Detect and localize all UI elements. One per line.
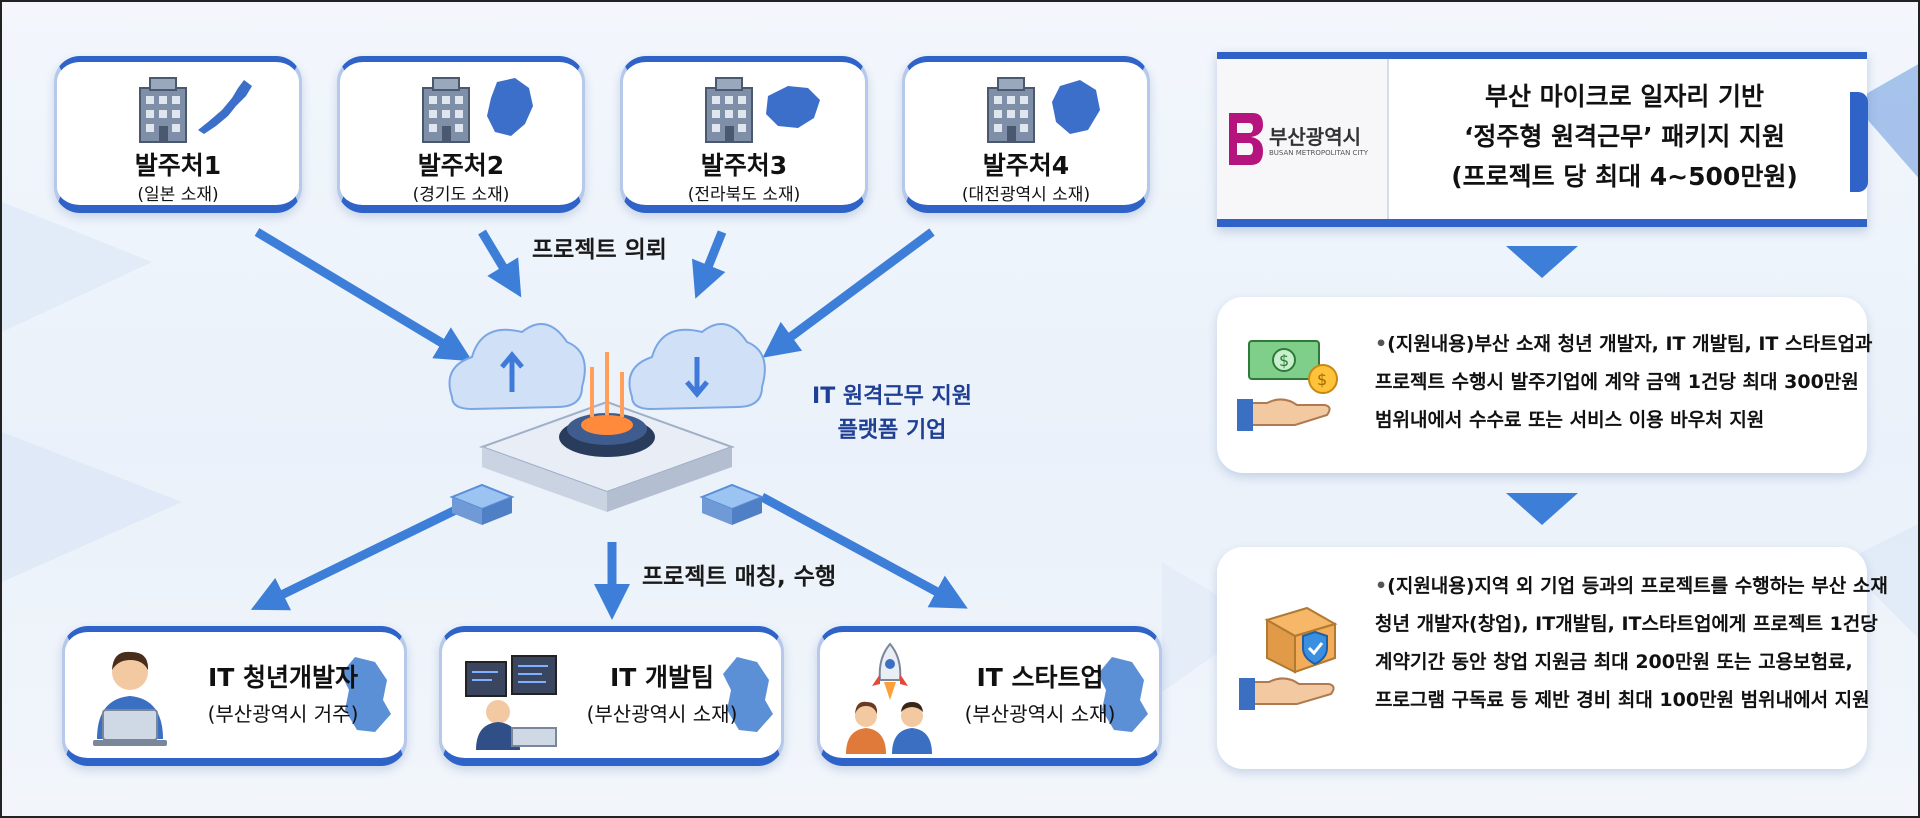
building-jeonbuk-icon [705, 77, 820, 143]
busan-title-line2: ‘정주형 원격근무’ 패키지 지원 [1463, 122, 1786, 151]
startup-rocket-icon [846, 642, 932, 754]
busan-title-line1: 부산 마이크로 일자리 기반 [1484, 82, 1765, 111]
arrow-client3-to-platform [691, 230, 727, 299]
developer-card-startup: IT 스타트업 (부산광역시 소재) [817, 626, 1162, 766]
box-shield-hand-icon [1239, 606, 1338, 710]
building-daejeon-icon [987, 77, 1100, 143]
arrow-platform-to-startup [759, 493, 968, 609]
developer-card-youth: IT 청년개발자 (부산광역시 거주) [62, 626, 407, 766]
arrow-client4-to-platform [762, 228, 935, 358]
developer-title: IT 청년개발자 [207, 663, 359, 692]
chevron-down-icon [1506, 246, 1578, 278]
platform-label-line1: IT 원격근무 지원 [812, 384, 972, 409]
developer-title: IT 개발팀 [609, 663, 715, 692]
header-side-accent [1850, 92, 1868, 192]
support-line: •(지원내용)부산 소재 청년 개발자, IT 개발팀, IT 스타트업과 [1375, 333, 1873, 355]
dev-team-monitor-icon [465, 655, 557, 750]
svg-text:$: $ [1279, 351, 1289, 370]
support-box-1: $ $ •(지원내용)부산 소재 청년 개발자, IT 개발팀, IT 스타트업… [1217, 297, 1872, 473]
project-request-label: 프로젝트 의뢰 [532, 237, 667, 263]
client-location: (대전광역시 소재) [961, 185, 1091, 205]
support-line: •(지원내용)지역 외 기업 등과의 프로젝트를 수행하는 부산 소재 [1375, 575, 1888, 597]
client-location: (전라북도 소재) [687, 185, 801, 205]
busan-support-header: 부산광역시 BUSAN METROPOLITAN CITY 부산 마이크로 일자… [1217, 52, 1867, 227]
developer-card-team: IT 개발팀 (부산광역시 소재) [439, 626, 784, 766]
busan-title-line3: (프로젝트 당 최대 4~500만원) [1451, 162, 1798, 191]
client-location: (일본 소재) [137, 185, 219, 205]
busan-logo-mark-icon [1229, 113, 1263, 165]
platform-label-line2: 플랫폼 기업 [837, 418, 947, 443]
busan-logo-subtext: BUSAN METROPOLITAN CITY [1269, 149, 1369, 157]
support-text-2: •(지원내용)지역 외 기업 등과의 프로젝트를 수행하는 부산 소재 청년 개… [1375, 567, 1888, 719]
client-card-3: 발주처3 (전라북도 소재) [620, 56, 868, 213]
client-title: 발주처1 [134, 151, 222, 180]
busan-map-icon [1098, 657, 1148, 732]
busan-title-block: 부산 마이크로 일자리 기반 ‘정주형 원격근무’ 패키지 지원 (프로젝트 당… [1392, 77, 1857, 207]
client-title: 발주처2 [417, 151, 505, 180]
developer-location: (부산광역시 거주) [207, 702, 359, 726]
developer-location: (부산광역시 소재) [964, 702, 1116, 726]
support-line: 프로젝트 수행시 발주기업에 계약 금액 1건당 최대 300만원 [1375, 371, 1859, 393]
arrow-client2-to-platform [478, 229, 522, 298]
building-japan-icon [139, 77, 252, 143]
svg-text:$: $ [1317, 370, 1327, 389]
client-card-2: 발주처2 (경기도 소재) [337, 56, 585, 213]
support-box-2: •(지원내용)지역 외 기업 등과의 프로젝트를 수행하는 부산 소재 청년 개… [1217, 547, 1888, 769]
client-title: 발주처3 [700, 151, 788, 180]
client-title: 발주처4 [982, 151, 1070, 180]
client-card-1: 발주처1 (일본 소재) [54, 56, 302, 213]
support-line: 프로그램 구독료 등 제반 경비 최대 100만원 범위내에서 지원 [1375, 689, 1870, 711]
platform-server-cloud-icon [448, 323, 766, 525]
arrow-platform-to-developer [250, 497, 474, 611]
support-line: 청년 개발자(창업), IT개발팀, IT스타트업에게 프로젝트 1건당 [1375, 613, 1878, 635]
busan-map-icon [341, 657, 391, 732]
support-line: 범위내에서 수수료 또는 서비스 이용 바우처 지원 [1375, 409, 1765, 431]
money-hand-icon: $ $ [1237, 340, 1338, 431]
chevron-down-icon [1506, 493, 1578, 525]
client-card-4: 발주처4 (대전광역시 소재) [902, 56, 1150, 213]
project-matching-label: 프로젝트 매칭, 수행 [642, 564, 837, 590]
busan-logo-text: 부산광역시 [1269, 125, 1361, 149]
busan-map-icon [723, 657, 773, 732]
busan-logo: 부산광역시 BUSAN METROPOLITAN CITY [1217, 59, 1389, 219]
support-text-1: •(지원내용)부산 소재 청년 개발자, IT 개발팀, IT 스타트업과 프로… [1375, 325, 1872, 439]
support-line: 계약기간 동안 창업 지원금 최대 200만원 또는 고용보험료, [1375, 651, 1853, 673]
arrow-client1-to-platform [254, 228, 473, 362]
developer-laptop-icon [93, 651, 167, 746]
building-gyeonggi-icon [422, 77, 533, 143]
developer-title: IT 스타트업 [976, 663, 1104, 692]
developer-location: (부산광역시 소재) [586, 702, 738, 726]
client-location: (경기도 소재) [412, 185, 510, 205]
platform-label: IT 원격근무 지원 플랫폼 기업 [792, 380, 992, 448]
